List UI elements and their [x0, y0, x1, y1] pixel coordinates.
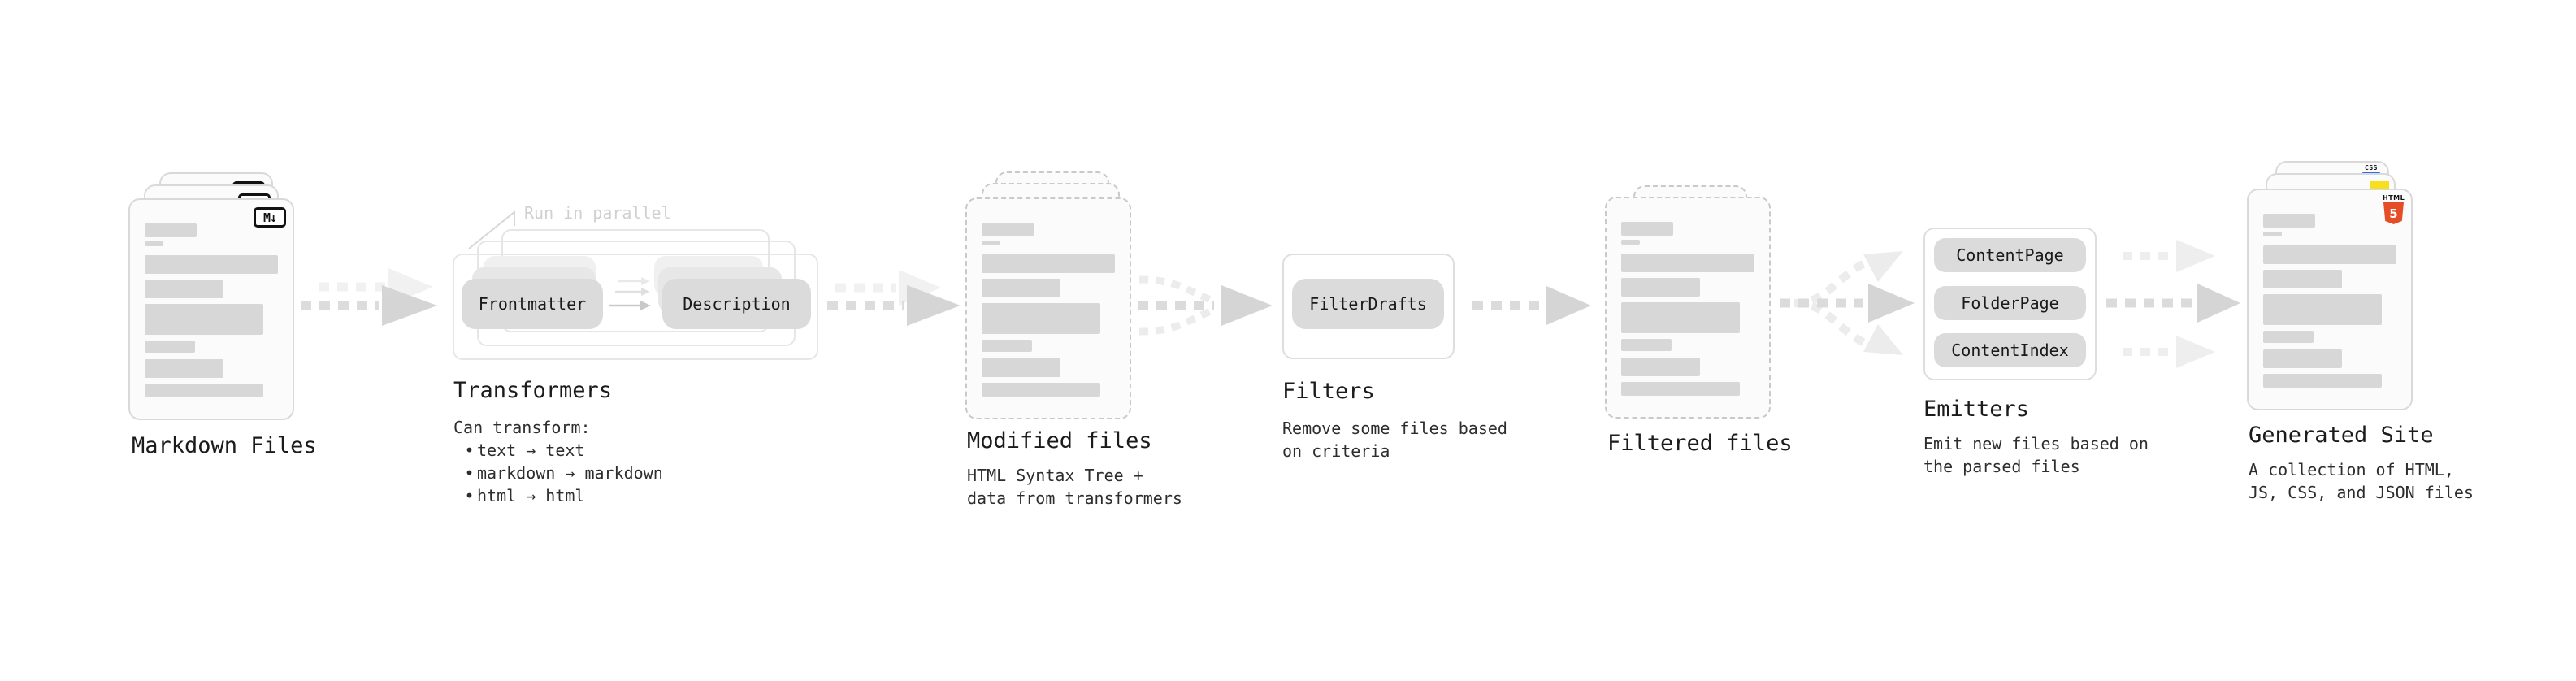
js-file-icon [2370, 181, 2389, 190]
placeholder-bar [982, 223, 1034, 236]
html5-logo-icon: HTML 5 [2383, 194, 2405, 224]
emitters-description: Emit new files based on the parsed files [1923, 434, 2149, 476]
markdown-files-label: Markdown Files [132, 433, 317, 458]
list-item: •html → html [453, 484, 663, 507]
contentindex-node: ContentIndex [1934, 333, 2086, 367]
placeholder-bar [2263, 245, 2396, 264]
placeholder-bar [145, 241, 163, 246]
modified-files-description: HTML Syntax Tree + data from transformer… [967, 466, 1182, 508]
transformers-label: Transformers [453, 378, 613, 403]
contentpage-node: ContentPage [1934, 238, 2086, 272]
html-file-card: HTML 5 [2247, 189, 2413, 410]
placeholder-bar [982, 383, 1100, 397]
placeholder-bar [145, 255, 278, 274]
placeholder-bar [145, 304, 263, 335]
placeholder-bar [2263, 270, 2342, 288]
filterdrafts-node: FilterDrafts [1292, 279, 1444, 329]
placeholder-bar [1621, 240, 1640, 245]
placeholder-bar [982, 241, 1000, 245]
emitters-label: Emitters [1923, 397, 2030, 422]
placeholder-bar [1621, 382, 1740, 396]
folderpage-node: FolderPage [1934, 286, 2086, 320]
bullet-icon: • [464, 486, 475, 505]
frontmatter-node: Frontmatter [462, 279, 603, 329]
placeholder-bar [2263, 331, 2314, 343]
placeholder-bar [2263, 214, 2315, 228]
list-heading: Can transform: [453, 418, 591, 437]
transformer-layer-front [453, 254, 818, 360]
placeholder-bar [982, 340, 1032, 352]
placeholder-bar [2263, 374, 2382, 388]
placeholder-bar [2263, 294, 2382, 325]
modified-files-label: Modified files [967, 428, 1152, 453]
placeholder-bar [145, 280, 223, 298]
placeholder-bar [145, 359, 223, 378]
bullet-icon: • [464, 440, 475, 460]
filters-description: Remove some files based on criteria [1282, 419, 1507, 461]
run-in-parallel-callout: Run in parallel [524, 203, 671, 223]
placeholder-bar [1621, 254, 1754, 272]
filtered-files-label: Filtered files [1607, 431, 1793, 456]
filters-label: Filters [1282, 379, 1375, 404]
list-item: •text → text [453, 439, 663, 462]
modified-doc-card-front [965, 197, 1131, 419]
placeholder-bar [145, 223, 197, 237]
placeholder-bar [2263, 349, 2342, 368]
placeholder-bar [982, 279, 1060, 297]
list-item: •markdown → markdown [453, 462, 662, 484]
description-node: Description [662, 279, 811, 329]
placeholder-bar [982, 358, 1060, 377]
placeholder-bar [145, 384, 263, 397]
placeholder-bar [145, 340, 195, 353]
placeholder-bar [1621, 278, 1700, 297]
generated-site-description: A collection of HTML, JS, CSS, and JSON … [2249, 460, 2474, 502]
transformers-capability-list: Can transform: •text → text •markdown → … [453, 416, 663, 507]
placeholder-bar [982, 303, 1100, 334]
placeholder-bar [1621, 339, 1672, 351]
markdown-icon: M↓ [254, 207, 286, 228]
placeholder-bar [1621, 222, 1673, 236]
bullet-icon: • [464, 463, 475, 483]
generated-site-label: Generated Site [2249, 423, 2434, 448]
filtered-doc-card-front [1605, 197, 1771, 419]
placeholder-bar [982, 254, 1115, 273]
placeholder-bar [2263, 232, 2282, 236]
placeholder-bar [1621, 358, 1700, 376]
markdown-doc-card-front: M↓ [128, 198, 294, 420]
placeholder-bar [1621, 302, 1740, 333]
